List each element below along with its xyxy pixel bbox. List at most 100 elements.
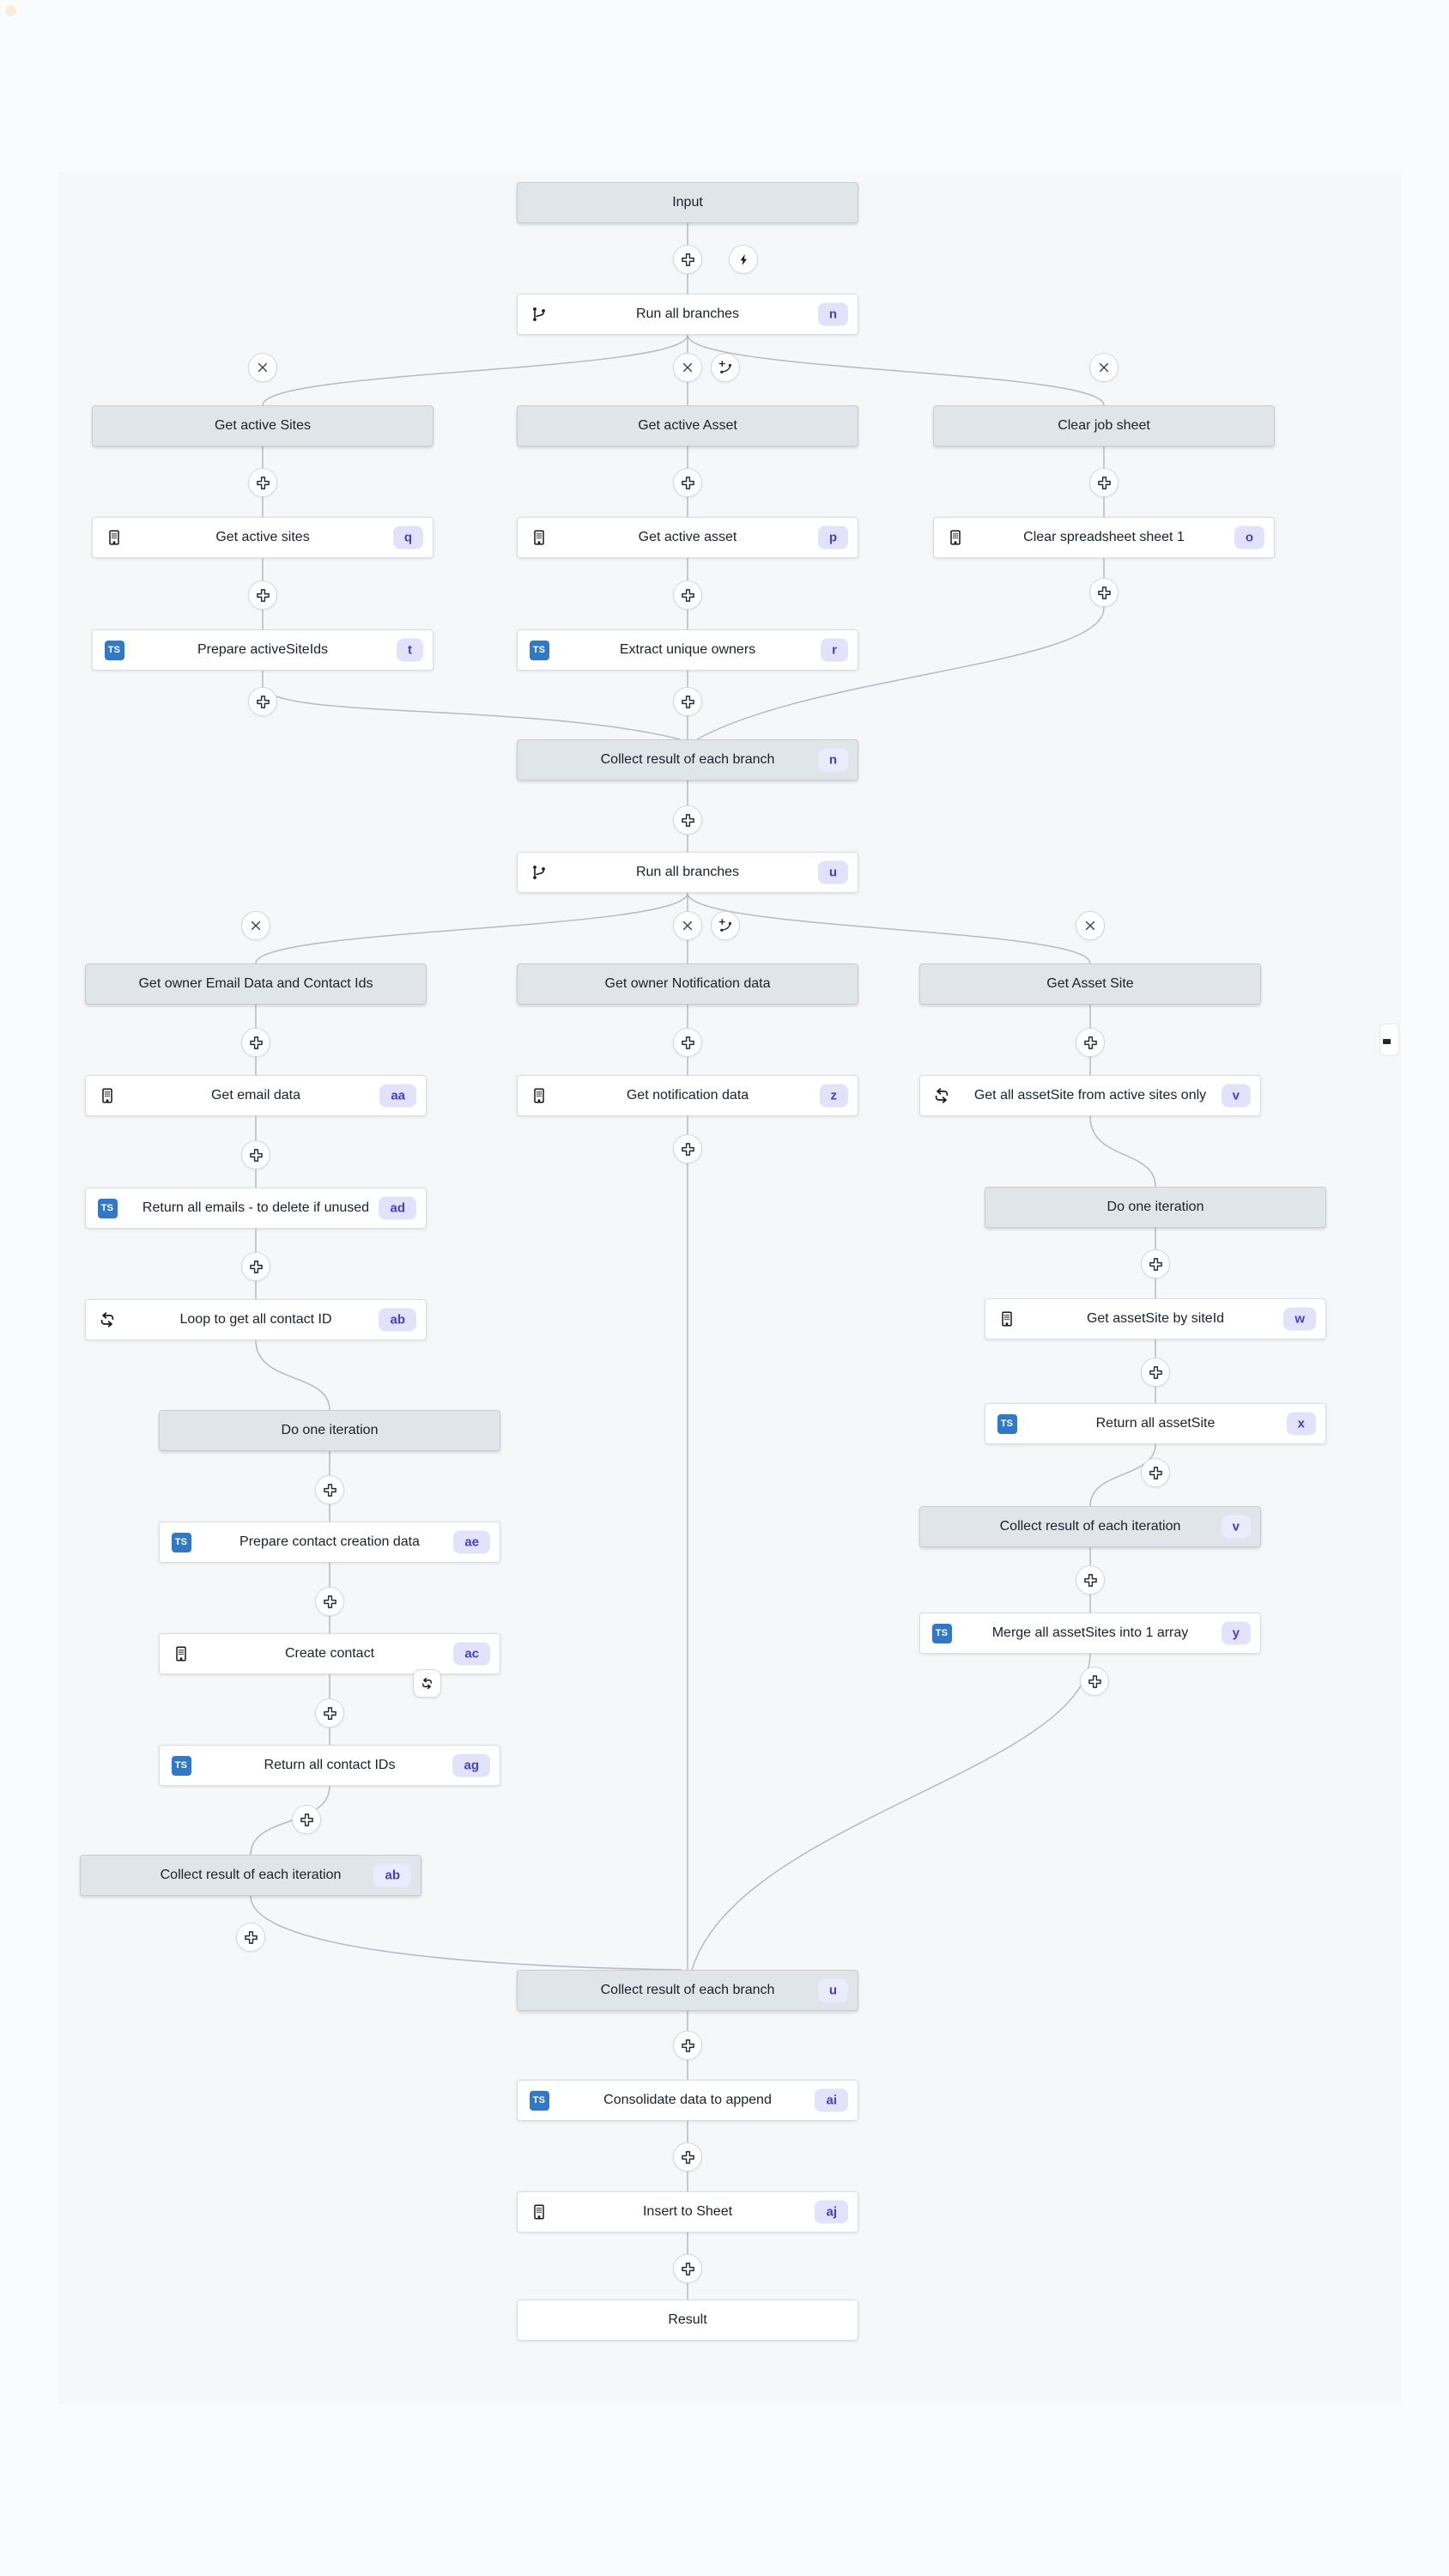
delete-branch-button[interactable] bbox=[673, 353, 702, 382]
add-node-button[interactable] bbox=[1141, 1249, 1170, 1279]
plus-icon bbox=[681, 588, 695, 603]
add-node-button[interactable] bbox=[292, 1805, 321, 1834]
node-badge: v bbox=[1221, 1515, 1251, 1539]
add-node-button[interactable] bbox=[1080, 1667, 1109, 1696]
branch-plus-icon bbox=[718, 360, 733, 375]
node-label: Run all branches bbox=[635, 307, 740, 321]
add-node-button[interactable] bbox=[1089, 468, 1119, 497]
node-result[interactable]: Result bbox=[517, 2300, 858, 2341]
node-input[interactable]: Input bbox=[517, 182, 858, 223]
add-node-button[interactable] bbox=[236, 1923, 265, 1952]
node-hdr-owner-notif[interactable]: Get owner Notification data bbox=[517, 963, 858, 1005]
delete-branch-button[interactable] bbox=[673, 911, 702, 940]
node-hdr-clear-job-sheet[interactable]: Clear job sheet bbox=[933, 405, 1275, 447]
node-ac[interactable]: Create contact ac bbox=[159, 1633, 500, 1674]
add-branch-button[interactable] bbox=[711, 353, 740, 382]
add-node-button[interactable] bbox=[248, 468, 277, 497]
add-node-button[interactable] bbox=[673, 687, 702, 716]
add-node-button[interactable] bbox=[1141, 1358, 1170, 1387]
node-label: Do one iteration bbox=[281, 1423, 379, 1437]
trigger-button[interactable] bbox=[729, 245, 758, 274]
lightning-icon bbox=[737, 253, 750, 266]
add-node-button[interactable] bbox=[1141, 1458, 1170, 1487]
add-node-button[interactable] bbox=[1076, 1565, 1105, 1595]
delete-branch-button[interactable] bbox=[1089, 353, 1119, 382]
plus-icon bbox=[323, 1483, 337, 1498]
add-node-button[interactable] bbox=[673, 1134, 702, 1163]
delete-branch-button[interactable] bbox=[248, 353, 277, 382]
add-node-button[interactable] bbox=[673, 468, 702, 497]
node-label: Get active Asset bbox=[638, 418, 737, 433]
add-node-button[interactable] bbox=[248, 580, 277, 610]
node-v[interactable]: Get all assetSite from active sites only… bbox=[919, 1075, 1261, 1116]
node-label: Get all assetSite from active sites only bbox=[973, 1088, 1207, 1103]
node-badge: p bbox=[817, 526, 848, 550]
plus-icon bbox=[681, 695, 695, 709]
add-node-button[interactable] bbox=[1089, 578, 1119, 607]
plus-icon bbox=[1097, 586, 1112, 600]
node-hdr-owner-email[interactable]: Get owner Email Data and Contact Ids bbox=[85, 963, 427, 1005]
delete-branch-button[interactable] bbox=[241, 911, 270, 940]
node-label: Return all contact IDs bbox=[264, 1758, 396, 1772]
node-hdr-asset-site[interactable]: Get Asset Site bbox=[919, 963, 1261, 1005]
add-node-button[interactable] bbox=[673, 805, 702, 835]
plus-icon bbox=[256, 695, 270, 709]
add-node-button[interactable] bbox=[241, 1140, 270, 1170]
add-node-button[interactable] bbox=[1076, 1028, 1105, 1057]
node-hdr-get-active-asset[interactable]: Get active Asset bbox=[517, 405, 858, 447]
add-node-button[interactable] bbox=[673, 245, 702, 274]
add-node-button[interactable] bbox=[241, 1028, 270, 1057]
node-badge: ac bbox=[453, 1642, 490, 1666]
node-do-iteration-right[interactable]: Do one iteration bbox=[985, 1187, 1326, 1228]
node-label: Run all branches bbox=[635, 865, 740, 879]
node-badge: y bbox=[1221, 1621, 1251, 1645]
node-label: Create contact bbox=[284, 1646, 375, 1661]
node-label: Get active Sites bbox=[214, 418, 312, 433]
node-label: Clear job sheet bbox=[1058, 418, 1150, 433]
add-node-button[interactable] bbox=[315, 1587, 344, 1616]
node-do-iteration-left[interactable]: Do one iteration bbox=[159, 1410, 500, 1451]
add-node-button[interactable] bbox=[673, 1028, 702, 1057]
add-node-button[interactable] bbox=[673, 2031, 702, 2060]
add-node-button[interactable] bbox=[315, 1475, 344, 1504]
add-node-button[interactable] bbox=[315, 1698, 344, 1728]
node-hdr-get-active-sites[interactable]: Get active Sites bbox=[92, 405, 433, 447]
add-node-button[interactable] bbox=[673, 2254, 702, 2283]
typescript-icon: TS bbox=[931, 1623, 952, 1643]
node-label: Collect result of each iteration bbox=[999, 1519, 1181, 1534]
workflow-canvas[interactable] bbox=[58, 172, 1401, 2404]
add-branch-button[interactable] bbox=[711, 911, 740, 940]
collapsed-panel-handle[interactable] bbox=[1379, 1024, 1399, 1056]
close-icon bbox=[1084, 920, 1096, 932]
add-node-button[interactable] bbox=[673, 580, 702, 610]
plus-icon bbox=[681, 476, 695, 490]
add-node-button[interactable] bbox=[673, 2142, 702, 2172]
add-node-button[interactable] bbox=[248, 687, 277, 716]
loop-settings-button[interactable] bbox=[413, 1669, 441, 1698]
delete-branch-button[interactable] bbox=[1076, 911, 1105, 940]
node-badge: ag bbox=[452, 1753, 490, 1777]
node-collect-v[interactable]: Collect result of each iteration v bbox=[919, 1506, 1261, 1547]
add-node-button[interactable] bbox=[241, 1252, 270, 1281]
